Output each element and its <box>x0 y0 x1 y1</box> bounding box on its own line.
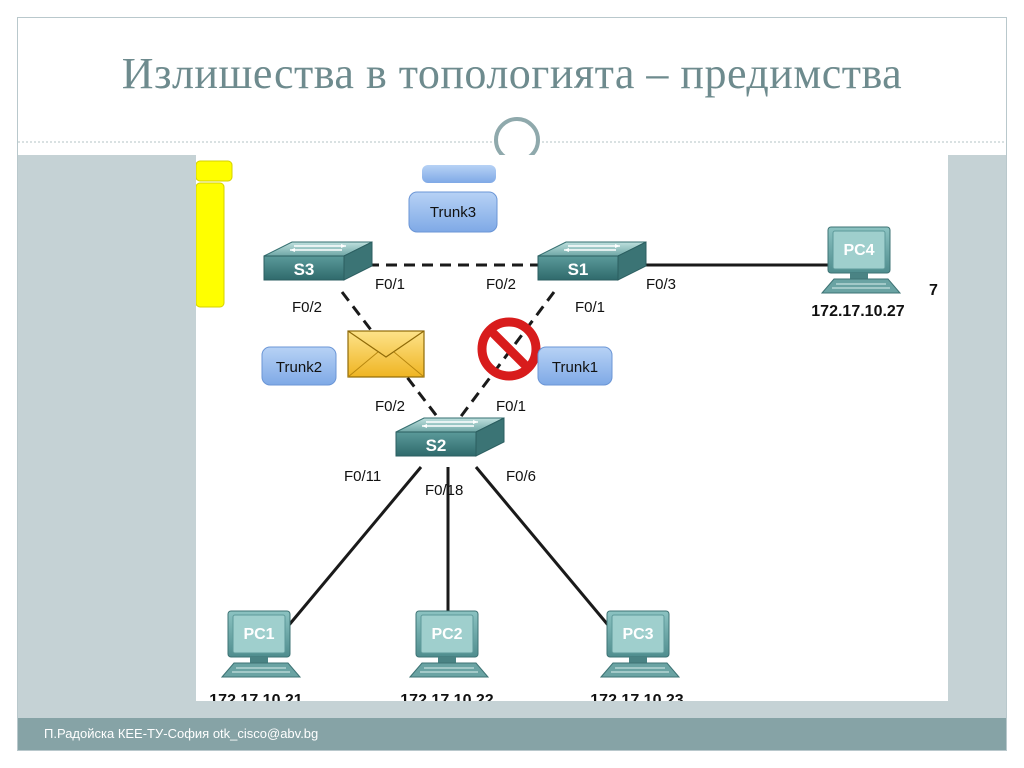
pc1-ip: 172.17.10.21 <box>209 692 303 701</box>
yellow-panel-top <box>195 160 233 182</box>
link-s2-pc3 <box>474 466 610 626</box>
yellow-panel <box>195 182 225 308</box>
switch-s3-label: S3 <box>294 260 315 279</box>
edge-fragment-text: 7 <box>929 282 938 299</box>
link-s2-pc1 <box>287 466 423 626</box>
pc2: PC2 <box>409 610 489 678</box>
switch-s2-label: S2 <box>426 436 447 455</box>
trunk3-label-box: Trunk3 <box>408 191 498 233</box>
pc3-ip: 172.17.10.23 <box>590 692 684 701</box>
trunk1-label: Trunk1 <box>552 359 598 376</box>
topology-svg: S3 S1 S2 PC4 PC1 PC2 PC3 Tr <box>195 160 948 709</box>
network-diagram: S3 S1 S2 PC4 PC1 PC2 PC3 Tr <box>195 155 948 709</box>
footer-text: П.Радойска КЕЕ-ТУ-София otk_cisco@abv.bg <box>44 726 319 741</box>
pc1-label: PC1 <box>243 626 274 643</box>
trunk1-label-box: Trunk1 <box>537 346 613 386</box>
switch-s2: S2 <box>395 417 505 457</box>
pc4-label: PC4 <box>843 242 874 259</box>
pc3-label: PC3 <box>622 626 653 643</box>
pc3: PC3 <box>600 610 680 678</box>
pc2-ip: 172.17.10.22 <box>400 692 494 701</box>
link-s1-s2 <box>454 291 556 424</box>
port-s3-f01: F0/1 <box>375 276 405 293</box>
port-s3-f02: F0/2 <box>292 299 322 316</box>
edge-fragment-bg <box>928 235 948 305</box>
switch-s1: S1 <box>537 241 647 281</box>
port-s1-f02: F0/2 <box>486 276 516 293</box>
switch-s1-label: S1 <box>568 260 589 279</box>
port-s2-f06: F0/6 <box>506 468 536 485</box>
title-divider <box>18 117 1006 160</box>
port-s2-f01: F0/1 <box>496 398 526 415</box>
label-fragment-top <box>422 165 496 183</box>
port-s2-f011: F0/11 <box>344 468 381 485</box>
footer-bar <box>18 718 1006 750</box>
port-s1-f01: F0/1 <box>575 299 605 316</box>
envelope-icon <box>347 330 425 378</box>
pc4: PC4 <box>821 226 901 294</box>
switch-s3: S3 <box>263 241 373 281</box>
trunk2-label-box: Trunk2 <box>261 346 337 386</box>
slide-title: Излишества в топологията – предимства <box>121 49 903 98</box>
blocked-port-icon <box>477 317 541 381</box>
trunk3-label: Trunk3 <box>430 204 476 221</box>
pc4-ip: 172.17.10.27 <box>811 303 905 320</box>
trunk2-label: Trunk2 <box>276 359 322 376</box>
port-s1-f03: F0/3 <box>646 276 676 293</box>
port-s2-f02: F0/2 <box>375 398 405 415</box>
pc1: PC1 <box>221 610 301 678</box>
port-s2-f018: F0/18 <box>425 482 463 499</box>
pc2-label: PC2 <box>431 626 462 643</box>
